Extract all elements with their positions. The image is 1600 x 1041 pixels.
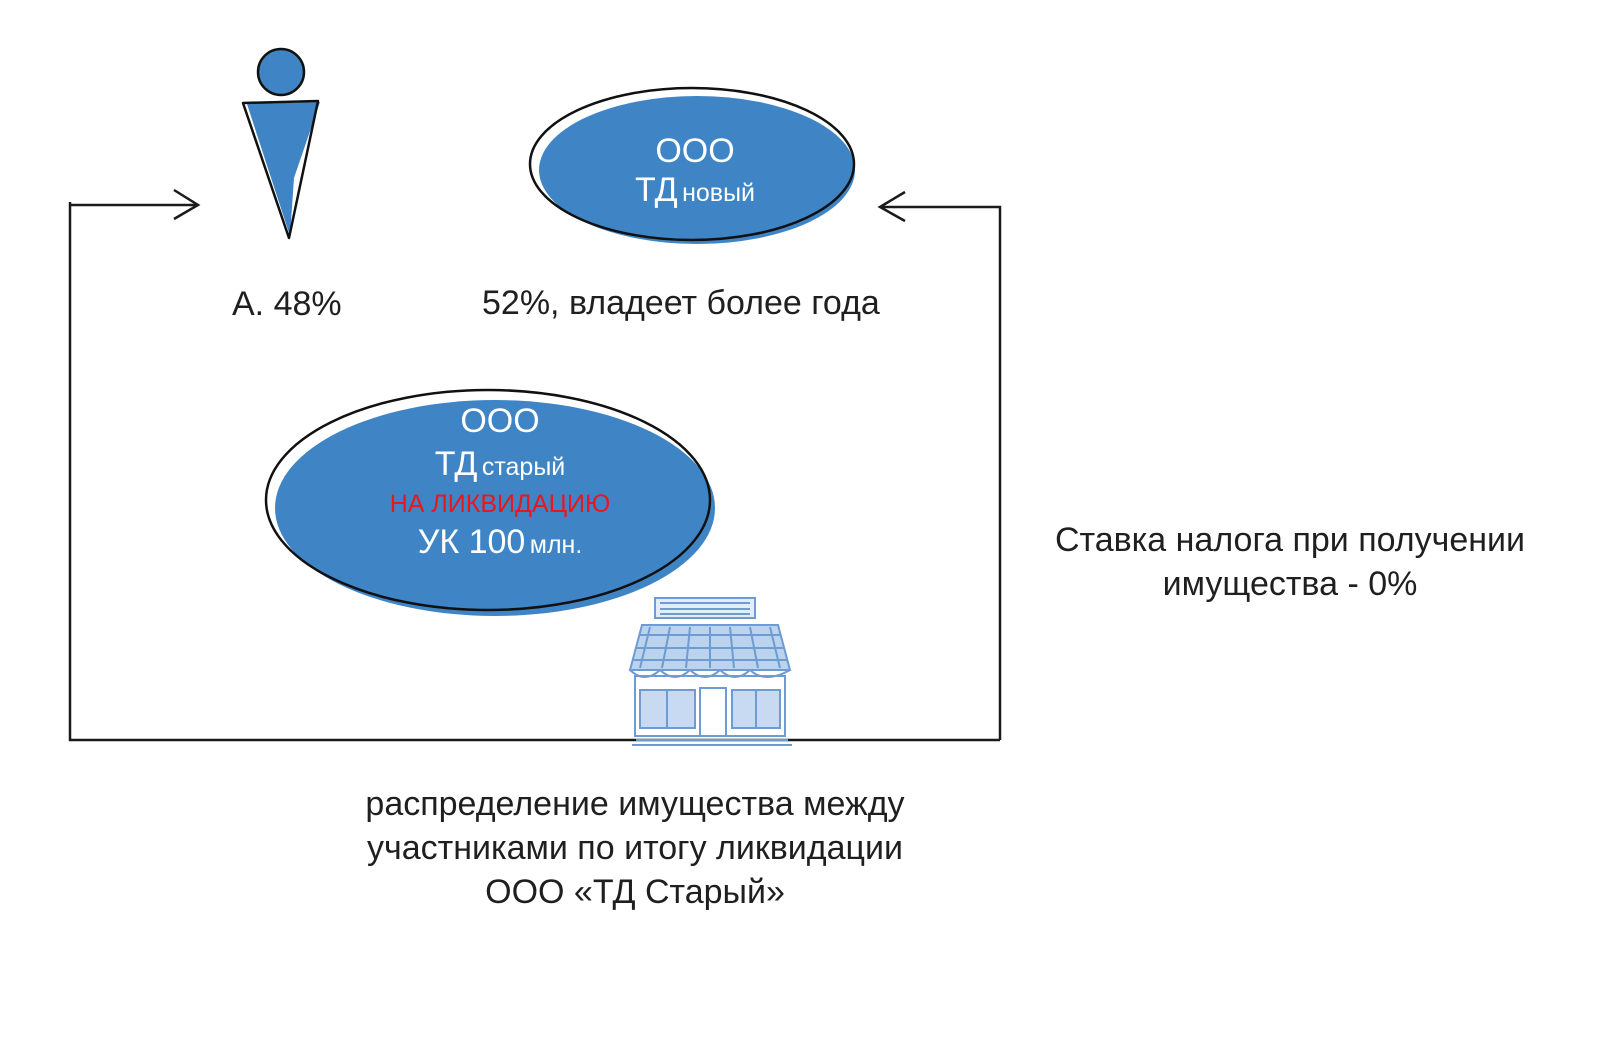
distribution-line-2: участниками по итогу ликвидации bbox=[367, 829, 903, 867]
new-company-name-small: новый bbox=[682, 179, 756, 208]
person-icon bbox=[241, 47, 320, 240]
new-company-bubble: ООО ТД новый bbox=[560, 132, 830, 210]
old-company-capital-big: УК 100 bbox=[417, 522, 526, 561]
tax-rate-line-1: Ставка налога при получении bbox=[1054, 521, 1526, 559]
new-company-share-label: 52%, владеет более года bbox=[482, 284, 880, 322]
new-company-name: ТД новый bbox=[560, 171, 830, 210]
old-company-bubble: ООО ТД старый НА ЛИКВИДАЦИЮ УК 100 млн. bbox=[330, 402, 670, 562]
shop-building-icon bbox=[628, 597, 792, 746]
new-company-name-big: ТД bbox=[634, 171, 678, 210]
distribution-note: распределение имущества между участникам… bbox=[320, 782, 950, 914]
new-company-type: ООО bbox=[655, 132, 735, 170]
right-flow-arrow bbox=[877, 190, 1002, 740]
old-company-capital-small: млн. bbox=[529, 530, 583, 559]
new-company-bubble-shape bbox=[528, 86, 856, 244]
liquidation-status: НА ЛИКВИДАЦИЮ bbox=[389, 490, 611, 519]
distribution-line-1: распределение имущества между bbox=[365, 785, 905, 823]
old-company-name: ТД старый bbox=[330, 445, 670, 484]
old-company-name-big: ТД bbox=[434, 445, 478, 484]
tax-rate-line-2: имущества - 0% bbox=[1162, 565, 1418, 603]
old-company-type: ООО bbox=[460, 402, 540, 440]
old-company-bubble-shape bbox=[264, 388, 715, 616]
old-company-capital: УК 100 млн. bbox=[330, 523, 670, 562]
person-share-label: А. 48% bbox=[232, 285, 342, 323]
old-company-name-small: старый bbox=[481, 453, 566, 482]
distribution-line-3: ООО «ТД Старый» bbox=[485, 873, 785, 911]
tax-rate-note: Ставка налога при получении имущества - … bbox=[1025, 518, 1555, 606]
